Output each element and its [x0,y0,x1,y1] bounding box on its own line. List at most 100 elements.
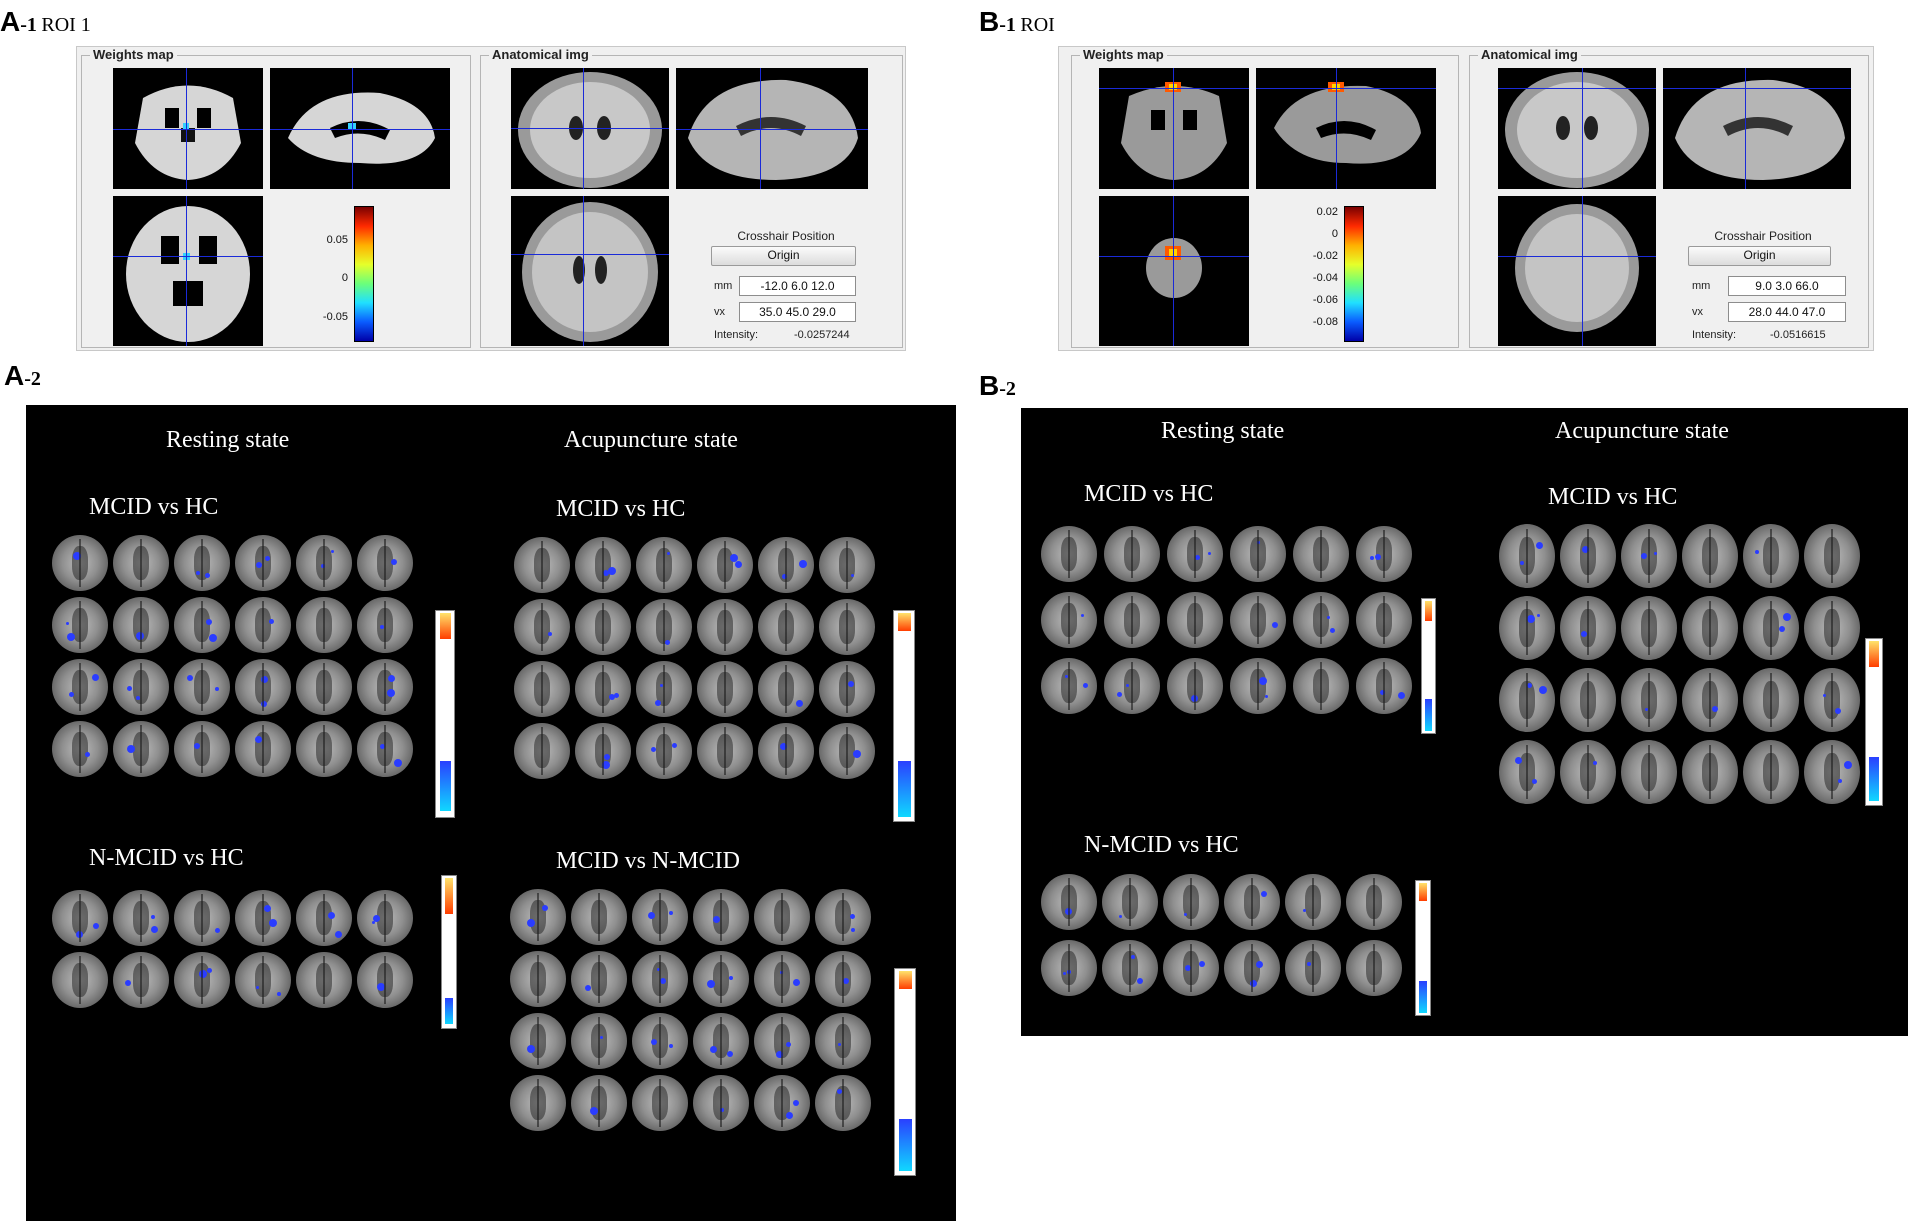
brain-slice-thumbnail [1560,668,1616,732]
anat-sagittal-slice[interactable] [676,68,868,189]
brain-slice-thumbnail [1346,940,1402,996]
activation-spot [729,554,738,562]
activation-spot [1838,779,1843,784]
brain-slice-thumbnail [1356,592,1412,648]
sagittal-slice[interactable] [270,68,450,189]
activation-spot [1064,674,1068,678]
brain-slice-thumbnail [636,537,692,593]
roi-viewer-a: Weights map 0.05 0 -0.05 Anatomical img [76,46,906,351]
brain-slice-thumbnail [357,535,413,591]
brain-slice-thumbnail [1682,668,1738,732]
brain-slice-thumbnail [1285,874,1341,930]
brain-slice-thumbnail [1346,874,1402,930]
activation-spot [151,915,156,920]
mm-position-field[interactable]: -12.0 6.0 12.0 [739,276,856,296]
brain-slice-thumbnail [514,537,570,593]
activation-spot [1369,555,1374,560]
anat-axial-slice-b[interactable] [1498,196,1656,346]
activation-spot [254,736,262,744]
activation-spot [91,673,99,681]
anat-coronal-slice[interactable] [511,68,669,189]
axial-slice-b[interactable] [1099,196,1249,346]
brain-slice-thumbnail [1499,524,1555,588]
brain-slice-thumbnail [1560,524,1616,588]
activation-spot [1593,761,1598,766]
anat-sagittal-slice-b[interactable] [1663,68,1851,189]
activation-spot [1256,961,1264,969]
axial-slice[interactable] [113,196,263,346]
activation-spot [851,574,855,578]
brain-slice-thumbnail [52,659,108,715]
activation-spot [726,1051,733,1058]
coronal-slice-b[interactable] [1099,68,1249,189]
colorbar-a2-3 [441,875,457,1029]
activation-spot [261,675,269,683]
brain-slice-thumbnail [52,535,108,591]
activation-spot [847,680,854,687]
slice-grid-b2-resting-mcid [1041,526,1412,714]
brain-slice-thumbnail [1499,596,1555,660]
brain-slice-thumbnail [571,1075,627,1131]
activation-spot [541,904,548,911]
brain-slice-thumbnail [1293,526,1349,582]
brain-slice-thumbnail [357,890,413,946]
origin-button-b[interactable]: Origin [1688,246,1831,266]
activation-spot [195,571,200,576]
brain-slice-thumbnail [1743,740,1799,804]
activation-spot [843,977,850,984]
brain-slice-thumbnail [697,661,753,717]
brain-slice-thumbnail [113,952,169,1008]
activation-spot [1302,908,1306,912]
anat-coronal-slice-b[interactable] [1498,68,1656,189]
brain-slice-thumbnail [1560,596,1616,660]
brain-slice-thumbnail [52,721,108,777]
anat-axial-slice[interactable] [511,196,669,346]
activation-spot [65,622,69,626]
brain-slice-thumbnail [636,723,692,779]
origin-button[interactable]: Origin [711,246,856,266]
sagittal-slice-b[interactable] [1256,68,1436,189]
brain-slice-thumbnail [1041,526,1097,582]
activation-spot [713,916,721,924]
brain-slice-thumbnail [1293,658,1349,714]
colorbar-a2-4 [894,968,916,1176]
activation-spot [603,569,610,576]
activation-spot [728,976,733,981]
activation-spot [85,751,91,757]
brain-slice-thumbnail [1804,668,1860,732]
activation-spot [1712,706,1719,713]
mm-position-field-b[interactable]: 9.0 3.0 66.0 [1728,276,1846,296]
activation-spot [795,700,803,708]
weights-colorbar-b: 0.02 0 -0.02 -0.04 -0.06 -0.08 [1272,206,1392,346]
activation-spot [655,699,662,706]
brain-slice-thumbnail [632,1075,688,1131]
activation-spot [1116,692,1122,698]
brain-slice-thumbnail [1682,596,1738,660]
brain-slice-thumbnail [632,951,688,1007]
activation-spot [76,930,84,938]
brain-slice-thumbnail [693,1075,749,1131]
brain-slice-thumbnail [174,659,230,715]
activation-spot [707,979,716,988]
brain-slice-thumbnail [632,1013,688,1069]
panel-b2: Resting state Acupuncture state MCID vs … [1021,408,1908,1036]
activation-spot [607,567,616,576]
brain-slice-thumbnail [693,1013,749,1069]
activation-spot [1536,542,1544,550]
brain-slice-thumbnail [1104,526,1160,582]
activation-spot [1256,541,1260,545]
activation-spot [1184,912,1188,916]
activation-spot [852,750,861,759]
activation-spot [734,560,742,568]
activation-spot [1306,961,1311,966]
activation-spot [328,912,336,920]
brain-slice-thumbnail [510,889,566,945]
activation-spot [1119,914,1123,918]
activation-spot [1843,760,1852,769]
coronal-slice[interactable] [113,68,263,189]
colorbar-b2-2 [1865,638,1883,806]
brain-slice-thumbnail [1230,658,1286,714]
vx-position-field[interactable]: 35.0 45.0 29.0 [739,302,856,322]
vx-position-field-b[interactable]: 28.0 44.0 47.0 [1728,302,1846,322]
activation-spot [256,986,260,990]
